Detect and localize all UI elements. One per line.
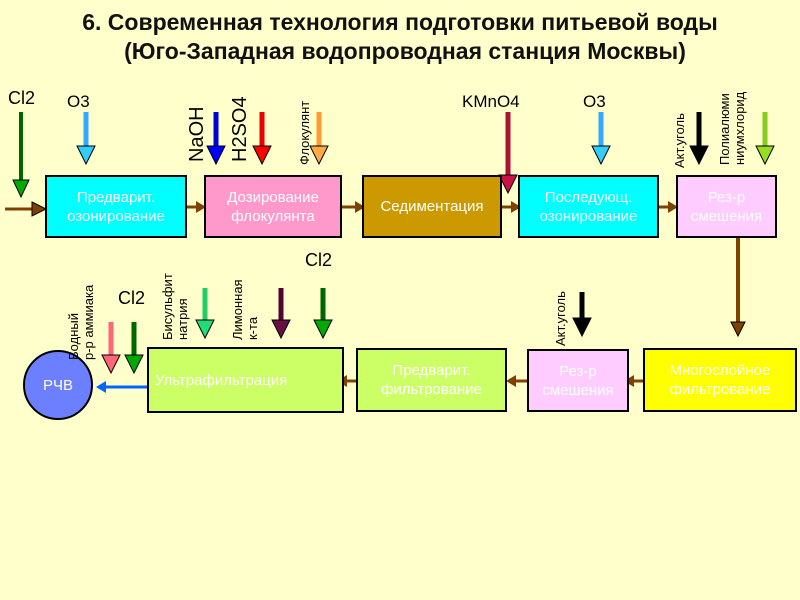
title-line-2: (Юго-Западная водопроводная станция Моск… <box>124 38 686 64</box>
lemon-acid-arrow <box>271 288 291 340</box>
cl2-top-arrow <box>12 112 30 199</box>
mixing-tank-2-box: Рез-р смешения <box>527 349 629 412</box>
mixing-tank-1-box: Рез-р смешения <box>676 175 777 238</box>
flow-arrow-2 <box>341 201 365 213</box>
flow-arrow-6 <box>506 375 528 387</box>
o3-first-arrow <box>76 112 96 166</box>
return-arrow-blue <box>96 381 148 393</box>
flow-arrow-4 <box>658 201 678 213</box>
ammonia-arrow <box>101 322 121 375</box>
cl2-right-label: Cl2 <box>305 250 333 270</box>
h2so4-label: H2SO4 <box>229 96 251 162</box>
flow-arrow-1 <box>186 201 206 213</box>
cl2-right-arrow <box>313 288 333 340</box>
flow-arrow-down <box>730 238 746 338</box>
flocculant-label: Флокулянт <box>297 100 312 165</box>
sedimentation-box: Седиментация <box>362 175 502 238</box>
polyaluminium-label: Полиалюми ниумхлорид <box>717 91 747 165</box>
flow-arrow-input <box>5 201 48 217</box>
pre-ozonation-box: Предварит. озонирование <box>45 175 187 238</box>
polyaluminium-arrow <box>755 112 775 166</box>
clean-water-tank: РЧВ <box>23 350 93 420</box>
h2so4-arrow <box>252 112 272 166</box>
naoh-arrow <box>206 112 226 166</box>
ammonia-label: Водный р-р аммиака <box>66 284 96 360</box>
flow-arrow-5 <box>624 375 644 387</box>
title-line-1: 6. Современная технология подготовки пит… <box>82 9 718 35</box>
multilayer-filtration-box: Многослойное фильтрование <box>643 348 797 412</box>
flow-arrow-3 <box>501 201 521 213</box>
o3-second-label: O3 <box>583 92 606 111</box>
lemon-acid-label: Лимонная к-та <box>230 279 260 340</box>
post-ozonation-box: Последующ. озонирование <box>518 175 659 238</box>
activated-carbon-2-arrow <box>572 292 592 338</box>
activated-carbon-1-label: Акт.уголь <box>672 113 687 168</box>
bisulfite-label: Бисульфит натрия <box>160 273 190 340</box>
activated-carbon-2-label: Акт.уголь <box>553 291 568 346</box>
activated-carbon-1-arrow <box>689 112 709 166</box>
cl2-left-label: Cl2 <box>118 288 146 308</box>
kmno4-label: KMnO4 <box>462 92 520 111</box>
o3-first-label: O3 <box>67 92 90 111</box>
ultrafiltration-box: Ультрафильтрация <box>147 347 344 413</box>
pre-filtration-box: Предварит. фильтрование <box>356 348 507 412</box>
cl2-top-label: Cl2 <box>8 88 36 108</box>
flocculant-arrow <box>309 112 329 166</box>
o3-second-arrow <box>591 112 611 166</box>
flocculant-dosing-box: Дозирование флокулянта <box>204 175 342 238</box>
naoh-label: NaOH <box>186 106 208 162</box>
bisulfite-arrow <box>195 288 215 340</box>
kmno4-arrow <box>498 112 518 195</box>
slide-title: 6. Современная технология подготовки пит… <box>0 8 800 66</box>
cl2-left-arrow <box>124 322 144 375</box>
